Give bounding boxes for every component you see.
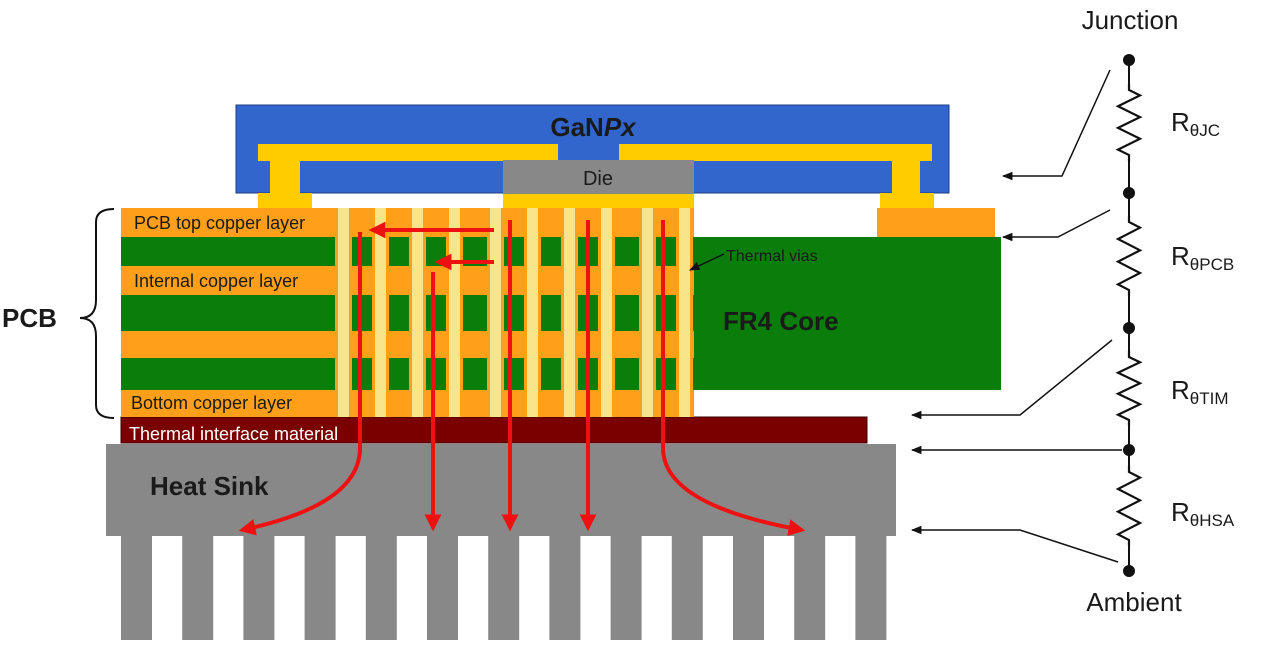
node-junction [1123,54,1135,66]
thermal-via [639,208,656,417]
ganpx-label-suffix: Px [604,112,637,142]
right-pad [880,193,934,208]
r-theta-jc-main: R [1171,107,1190,137]
left-pad [258,193,312,208]
r-theta-tim-label: RθTIM [1171,375,1229,408]
r-theta-jc-sub: θJC [1190,121,1220,140]
r-theta-hsa-sub: θHSA [1190,511,1235,530]
heat-sink-fin [488,536,520,640]
resistor-symbol [1115,466,1143,546]
heat-sink-fin [182,536,214,640]
thermal-via [598,208,615,417]
resistor-symbol [1115,351,1143,426]
thermal-via-core [527,208,538,417]
heat-arrow-curve-left [238,232,362,536]
node-2 [1123,322,1135,334]
heat-sink-fins [121,536,887,640]
r-theta-pcb-main: R [1171,241,1190,271]
ambient-label: Ambient [1086,587,1182,617]
thermal-vias-pointer [689,253,725,271]
thermal-via-core [412,208,423,417]
heat-sink-fin [855,536,887,640]
pcb-label: PCB [2,303,57,333]
tim-label: Thermal interface material [129,424,338,444]
leadframe-left-top [258,144,558,161]
node-1 [1123,187,1135,199]
ganpx-label-prefix: GaN [550,112,603,142]
heat-sink-fin [243,536,275,640]
bottom-copper-label: Bottom copper layer [131,393,292,413]
heat-sink-fin [794,536,826,640]
leadframe-right-top [619,144,932,161]
heat-sink-fin [549,536,581,640]
r-theta-pcb-sub: θPCB [1190,255,1234,274]
pointer-pcb-top [1001,209,1111,242]
thermal-via [372,208,389,417]
thermal-via-core [338,208,349,417]
heat-sink-label: Heat Sink [150,471,269,501]
ganpx-package [235,104,950,208]
thermal-vias-label: Thermal vias [726,248,818,265]
heat-sink [106,444,896,640]
heat-flow-arrows [238,220,806,536]
thermal-via [487,208,504,417]
thermal-via-core [375,208,386,417]
network-pointers [910,69,1122,563]
thermal-via [446,208,463,417]
heat-sink-fin [610,536,642,640]
thermal-via-core [564,208,575,417]
thermal-via-core [679,208,690,417]
heat-sink-fin [671,536,703,640]
r-theta-pcb-label: RθPCB [1171,241,1234,274]
thermal-via-core [490,208,501,417]
thermal-via-core [642,208,653,417]
internal-copper-label: Internal copper layer [134,271,298,291]
heat-sink-fin [304,536,336,640]
thermal-via [676,208,693,417]
node-ambient [1123,565,1135,577]
thermal-via [335,208,352,417]
resistor-symbol [1115,216,1143,296]
fr4-core-label: FR4 Core [723,306,839,336]
junction-label: Junction [1082,5,1179,35]
die [503,160,694,194]
heat-sink-fin [427,536,458,640]
resistor-network [1115,54,1143,577]
pointer-jc-package [1001,69,1111,181]
heat-sink-fin [121,536,152,640]
pointer-ambient [910,525,1119,563]
pcb-top-copper-label: PCB top copper layer [134,213,305,233]
heat-sink-fin [733,536,764,640]
pointer-tim [910,339,1113,420]
thermal-via-core [449,208,460,417]
ganpx-label: GaNPx [550,112,637,142]
resistor-zigzags [1115,84,1143,546]
thermal-via [524,208,541,417]
resistor-symbol [1115,84,1143,161]
heat-arrow-curve-right [661,220,806,536]
r-theta-hsa-main: R [1171,497,1190,527]
thermal-vias [335,208,693,417]
right-copper-pad [877,208,995,237]
r-theta-jc-label: RθJC [1171,107,1220,140]
pcb-brace [79,208,115,419]
thermal-via-core [601,208,612,417]
r-theta-tim-main: R [1171,375,1190,405]
heat-sink-fin [365,536,397,640]
thermal-via [409,208,426,417]
die-pad [503,193,694,208]
die-label: Die [583,168,613,190]
r-theta-hsa-label: RθHSA [1171,497,1235,530]
thermal-via [561,208,578,417]
node-3 [1123,444,1135,456]
r-theta-tim-sub: θTIM [1190,389,1229,408]
